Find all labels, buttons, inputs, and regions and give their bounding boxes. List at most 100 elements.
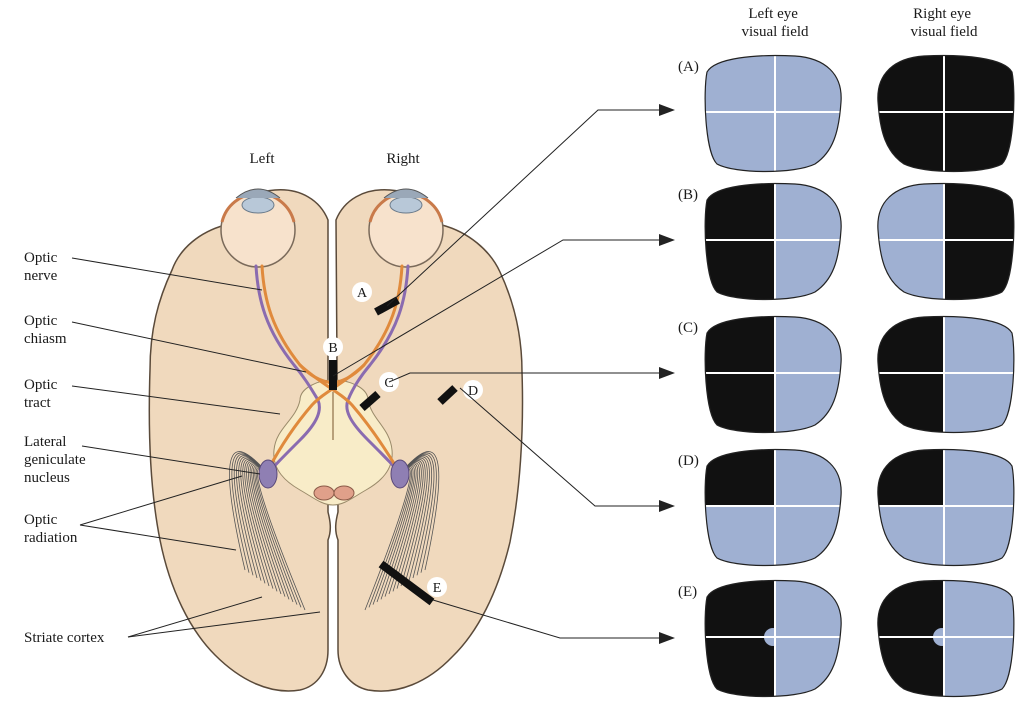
field-outline [704, 579, 842, 698]
left-eye-field [704, 182, 842, 301]
field-quadrant-ur [775, 449, 842, 506]
lesion-bar-e [378, 560, 435, 606]
right-eye-field [877, 54, 1015, 173]
label-lateral-geniculate: Lateral geniculate nucleus [24, 434, 89, 486]
field-quadrant-ll [877, 112, 944, 172]
field-quadrant-ll [877, 506, 944, 566]
side-label-right: Right [386, 151, 420, 167]
panel-label: (C) [678, 320, 698, 336]
lesion-bar-d [437, 385, 458, 405]
field-quadrant-ul [877, 449, 944, 506]
field-quadrant-ul [877, 55, 944, 112]
left-cornea [235, 188, 281, 199]
leader-d [459, 387, 662, 507]
right-eye [368, 188, 444, 268]
side-label-left: Left [250, 151, 276, 167]
field-quadrant-ul [877, 316, 944, 373]
field-quadrant-lr [944, 112, 1014, 172]
label-optic-radiation: Optic radiation [24, 512, 78, 546]
left-optic-nerve-orange [260, 264, 335, 385]
field-quadrant-ll [705, 506, 775, 566]
colliculus-left [313, 485, 335, 501]
arrow-c [659, 367, 675, 379]
field-outline [877, 315, 1015, 434]
field-headers: Left eye visual field Right eye visual f… [741, 6, 978, 40]
field-quadrant-ur [944, 580, 1014, 637]
field-outline [704, 315, 842, 434]
field-outline [877, 182, 1015, 301]
lesion-label-a: A [357, 286, 368, 301]
field-outline [877, 448, 1015, 567]
lesion-label-circle [352, 282, 372, 302]
field-quadrant-ul [705, 316, 775, 373]
field-quadrant-ll [705, 373, 775, 433]
field-quadrant-ur [944, 316, 1014, 373]
field-quadrant-ur [775, 183, 842, 240]
label-optic-tract: Optic tract [24, 377, 61, 411]
left-eye-field [704, 54, 842, 173]
field-quadrant-ur [944, 449, 1014, 506]
lgn-right [390, 459, 410, 489]
field-quadrant-lr [775, 637, 842, 697]
visual-field-panels: (A)(B)(C)(D)(E) [678, 54, 1015, 698]
field-quadrant-ur [944, 183, 1014, 240]
chiasm-crossing-b [266, 363, 366, 472]
field-outline [877, 579, 1015, 698]
arrow-e [659, 632, 675, 644]
lgn-left [258, 459, 278, 489]
field-quadrant-ur [775, 316, 842, 373]
field-quadrant-ll [705, 112, 775, 172]
field-quadrant-ul [705, 449, 775, 506]
chiasm-crossing-a [298, 363, 400, 472]
structure-leader-lines [71, 257, 321, 638]
label-optic-nerve: Optic nerve [24, 250, 61, 284]
leader-lines [332, 109, 662, 639]
leader-optic-nerve [71, 257, 263, 291]
leader-radiation-1 [79, 475, 243, 526]
leader-optic-chiasm [71, 321, 307, 373]
right-lens [389, 196, 423, 214]
field-quadrant-ll [877, 373, 944, 433]
right-eye-field [877, 579, 1015, 698]
label-optic-chiasm: Optic chiasm [24, 313, 67, 347]
lesion-label-b: B [328, 341, 337, 356]
field-quadrant-lr [944, 373, 1014, 433]
field-quadrant-ll [877, 240, 944, 300]
brain [148, 189, 524, 692]
leader-radiation-2 [79, 524, 237, 551]
field-outline [704, 54, 842, 173]
leader-e [432, 599, 662, 639]
field-quadrant-lr [944, 240, 1014, 300]
leader-lgn [81, 445, 261, 475]
lesion-label-d: D [468, 384, 478, 399]
field-quadrant-ul [705, 55, 775, 112]
label-striate-cortex: Striate cortex [24, 630, 105, 646]
lesion-label-circle [427, 577, 447, 597]
arrow-a [659, 104, 675, 116]
leader-striate-2 [127, 611, 321, 638]
field-outline [877, 54, 1015, 173]
optic-pathway [254, 264, 410, 476]
left-eye-field [704, 315, 842, 434]
right-optic-nerve-purple [345, 264, 410, 476]
structure-labels: Optic nerve Optic chiasm Optic tract Lat… [24, 250, 105, 646]
field-quadrant-ul [705, 183, 775, 240]
optic-radiation-left-fibers [229, 451, 306, 611]
panel-label: (A) [678, 59, 699, 75]
leader-optic-tract [71, 385, 281, 415]
arrow-d [659, 500, 675, 512]
field-quadrant-ul [877, 580, 944, 637]
lesion-label-c: C [384, 376, 393, 391]
left-eye-field [704, 579, 842, 698]
field-quadrant-lr [775, 373, 842, 433]
header-right-eye: Right eye visual field [910, 6, 978, 40]
field-quadrant-ll [877, 637, 944, 697]
right-eye-field [877, 315, 1015, 434]
leader-b [332, 239, 662, 377]
right-eye-field [877, 182, 1015, 301]
leader-a [386, 109, 662, 307]
field-quadrant-ur [944, 55, 1014, 112]
field-quadrant-lr [944, 637, 1014, 697]
